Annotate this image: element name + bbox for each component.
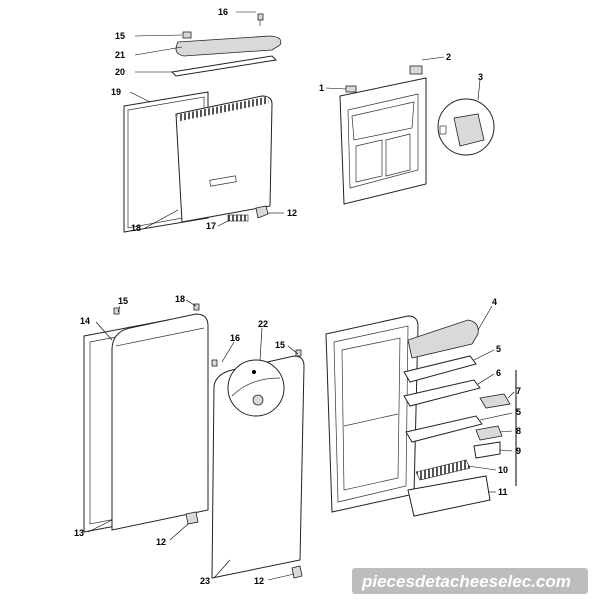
callout-2: 2 bbox=[446, 52, 451, 62]
callout-15-right: 15 bbox=[275, 340, 285, 350]
bottle-shelf-11 bbox=[407, 475, 491, 517]
watermark-text: piecesdetacheeselec.com bbox=[361, 572, 571, 591]
callout-21: 21 bbox=[115, 50, 125, 60]
callout-18-bottom: 18 bbox=[175, 294, 185, 304]
hinge-12-bottom bbox=[291, 565, 303, 579]
callout-14: 14 bbox=[80, 316, 90, 326]
callout-12-left: 12 bbox=[156, 537, 166, 547]
callout-12-top: 12 bbox=[287, 208, 297, 218]
callout-6: 6 bbox=[496, 368, 501, 378]
callout-22: 22 bbox=[258, 319, 268, 329]
screw-16-top bbox=[257, 13, 264, 26]
hinge-12-top bbox=[255, 205, 269, 219]
part-17-strip bbox=[227, 214, 249, 222]
freezer-door-panel-18 bbox=[175, 95, 273, 223]
bottle-grille-10 bbox=[415, 459, 471, 481]
callout-7: 7 bbox=[516, 386, 521, 396]
callout-5-top: 5 bbox=[496, 344, 501, 354]
door-shelf-6-top bbox=[403, 379, 481, 407]
part-1-clip bbox=[345, 85, 357, 93]
callout-13: 13 bbox=[74, 528, 84, 538]
door-shelf-5-top bbox=[403, 355, 477, 383]
watermark-banner: piecesdetacheeselec.com bbox=[352, 568, 588, 594]
callout-9: 9 bbox=[516, 446, 521, 456]
part-2-clip bbox=[409, 65, 423, 75]
callout-10: 10 bbox=[498, 465, 508, 475]
callout-23: 23 bbox=[200, 576, 210, 586]
screw-15-right bbox=[295, 349, 302, 357]
freezer-door-assembly bbox=[123, 11, 284, 233]
butter-box-8 bbox=[475, 425, 503, 441]
door-shelf-5-mid bbox=[405, 415, 483, 443]
screw-15-top bbox=[182, 31, 192, 39]
callout-16-top: 16 bbox=[218, 7, 228, 17]
egg-tray-7 bbox=[479, 393, 511, 409]
screw-16-bottom bbox=[211, 359, 218, 367]
screw-15-left bbox=[113, 307, 120, 315]
callout-17: 17 bbox=[206, 221, 216, 231]
handle-strip-20 bbox=[170, 55, 278, 77]
callout-18-top: 18 bbox=[131, 223, 141, 233]
fridge-inner-door bbox=[325, 305, 517, 517]
callout-11: 11 bbox=[498, 487, 508, 497]
fridge-outer-door-23 bbox=[211, 355, 305, 579]
callout-8: 8 bbox=[516, 426, 521, 436]
callout-15-top: 15 bbox=[115, 31, 125, 41]
hinge-12-left bbox=[185, 511, 199, 525]
callout-19: 19 bbox=[111, 87, 121, 97]
callout-numbers: 16 15 21 20 19 18 17 12 1 2 3 15 18 14 2… bbox=[74, 7, 521, 586]
fridge-door-panel-13 bbox=[111, 313, 209, 531]
callout-12-bottom: 12 bbox=[254, 576, 264, 586]
callout-4: 4 bbox=[492, 297, 497, 307]
freezer-inner-door bbox=[325, 56, 495, 205]
callout-3: 3 bbox=[478, 72, 483, 82]
door-handle-21-top bbox=[175, 35, 282, 57]
callout-16-bottom: 16 bbox=[230, 333, 240, 343]
callout-1: 1 bbox=[319, 83, 324, 93]
fridge-door-assembly bbox=[83, 299, 305, 581]
screw-18-bottom bbox=[193, 303, 200, 311]
callout-5-mid: 5 bbox=[516, 407, 521, 417]
callout-20: 20 bbox=[115, 67, 125, 77]
dairy-cover-4 bbox=[407, 319, 479, 359]
detail-circle-22 bbox=[227, 359, 285, 417]
butter-dish-9 bbox=[473, 441, 501, 459]
callout-15-left: 15 bbox=[118, 296, 128, 306]
